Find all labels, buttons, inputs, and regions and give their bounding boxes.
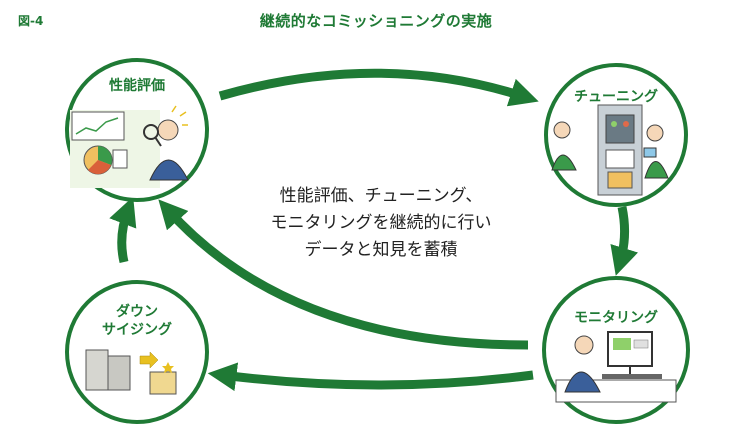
arrow-performance-to-tuning xyxy=(218,68,539,107)
diagram-title: 継続的なコミッショニングの実施 xyxy=(259,12,493,30)
center-description: 性能評価、チューニング、 モニタリングを継続的に行い データと知見を蓄積 xyxy=(226,183,536,264)
arrow-tuning-to-monitoring xyxy=(610,206,638,276)
node-tuning: チューニング xyxy=(544,63,688,207)
arrow-monitoring-to-performance xyxy=(158,199,529,350)
arrow-monitoring-to-downsizing xyxy=(207,362,534,392)
document-icon xyxy=(112,149,128,169)
worker-icon xyxy=(553,121,571,139)
small-equipment-icon xyxy=(149,371,177,395)
large-equipment-icon xyxy=(85,349,109,391)
operator-icon xyxy=(574,335,594,355)
node-label-tuning: チューニング xyxy=(574,88,658,105)
person-icon xyxy=(157,119,179,141)
node-label-downsizing-line1: ダウン xyxy=(116,303,158,320)
center-text-line: データと知見を蓄積 xyxy=(304,240,458,260)
keyboard-icon xyxy=(602,374,662,379)
figure-label: 図-4 xyxy=(18,14,44,28)
tablet-icon xyxy=(643,147,657,158)
center-text-line: モニタリングを継続的に行い xyxy=(270,213,492,233)
node-label-performance: 性能評価 xyxy=(109,77,165,94)
arrow-downsizing-to-performance xyxy=(109,196,137,264)
node-label-downsizing-line2: サイジング xyxy=(102,321,172,338)
node-performance-evaluation: 性能評価 xyxy=(65,58,209,202)
arrow-right-icon xyxy=(139,351,159,369)
node-label-monitoring: モニタリング xyxy=(574,309,658,326)
magnifier-icon xyxy=(143,124,159,140)
node-downsizing: ダウン サイジング xyxy=(65,280,209,424)
line-chart-icon xyxy=(71,111,125,141)
node-monitoring: モニタリング xyxy=(542,276,690,424)
worker-icon xyxy=(646,124,664,142)
center-text-line: 性能評価、チューニング、 xyxy=(279,186,483,206)
